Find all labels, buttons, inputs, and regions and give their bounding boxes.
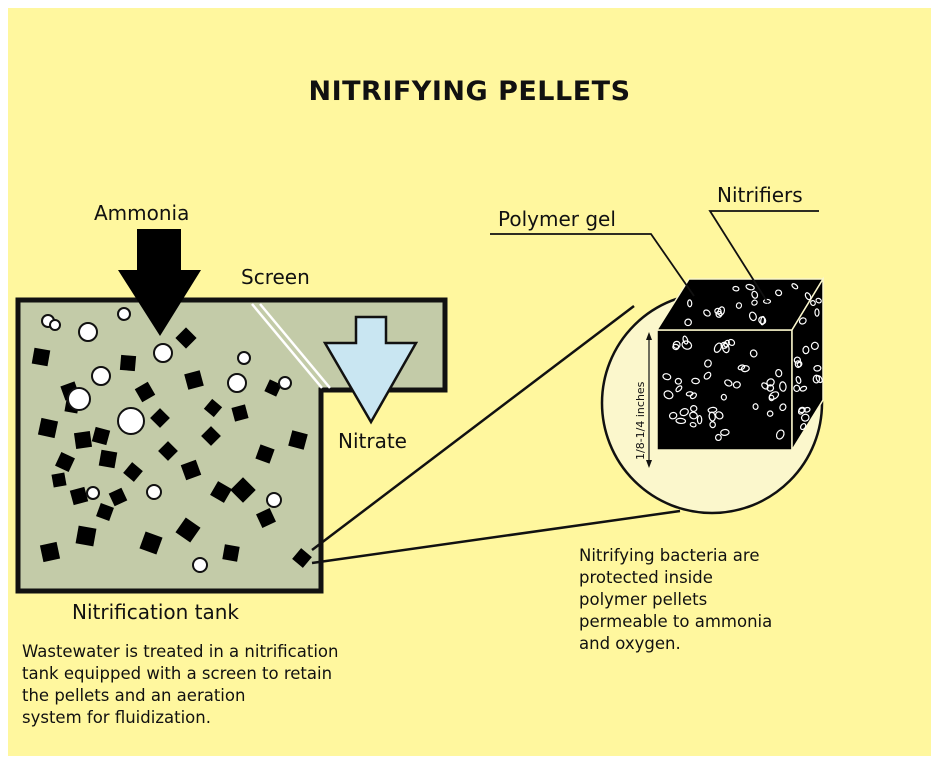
page-title: NITRIFYING PELLETS	[8, 76, 931, 107]
tank-pellet-square	[99, 450, 118, 469]
pellet-caption-line: polymer pellets	[579, 589, 772, 611]
tank-pellet-square	[38, 418, 58, 438]
air-bubble	[279, 377, 291, 389]
pellet-caption-line: permeable to ammonia	[579, 611, 772, 633]
ammonia-label: Ammonia	[94, 201, 189, 225]
tank-caption-line: tank equipped with a screen to retain	[22, 663, 338, 685]
air-bubble	[147, 485, 161, 499]
tank-pellet-square	[51, 472, 66, 487]
tank-pellet-square	[76, 526, 97, 547]
nitrifiers-label: Nitrifiers	[717, 183, 803, 207]
tank-pellet-square	[222, 544, 239, 561]
air-bubble	[228, 374, 246, 392]
tank-caption: Wastewater is treated in a nitrification…	[22, 641, 338, 729]
pellet-caption-line: and oxygen.	[579, 633, 772, 655]
air-bubble	[118, 308, 130, 320]
air-bubble	[118, 408, 144, 434]
nitrate-label: Nitrate	[338, 429, 407, 453]
air-bubble	[92, 367, 110, 385]
air-bubble	[79, 323, 97, 341]
air-bubble	[267, 493, 281, 507]
pellet-caption-line: Nitrifying bacteria are	[579, 545, 772, 567]
air-bubble	[193, 558, 207, 572]
tank-caption-line: Wastewater is treated in a nitrification	[22, 641, 338, 663]
air-bubble	[50, 320, 60, 330]
diagram-canvas: NITRIFYING PELLETS Ammonia Screen Nitrat…	[8, 8, 931, 756]
pellet-cube	[657, 279, 823, 450]
tank-pellet-square	[32, 348, 51, 367]
tank-pellet-square	[74, 431, 92, 449]
tank-pellet-square	[40, 542, 60, 562]
tank-caption-line: system for fluidization.	[22, 707, 338, 729]
polymer-gel-leader	[490, 234, 694, 296]
pellet-caption-line: protected inside	[579, 567, 772, 589]
size-label: 1/8-1/4 inches	[634, 382, 647, 460]
tank-pellet-square	[120, 355, 136, 371]
screen-label: Screen	[241, 265, 310, 289]
polymer-gel-label: Polymer gel	[498, 207, 616, 231]
air-bubble	[154, 344, 172, 362]
pellet-caption: Nitrifying bacteria are protected inside…	[579, 545, 772, 655]
air-bubble	[238, 352, 250, 364]
tank-caption-line: the pellets and an aeration	[22, 685, 338, 707]
tank-label: Nitrification tank	[72, 600, 239, 624]
air-bubble	[87, 487, 99, 499]
air-bubble	[68, 388, 90, 410]
